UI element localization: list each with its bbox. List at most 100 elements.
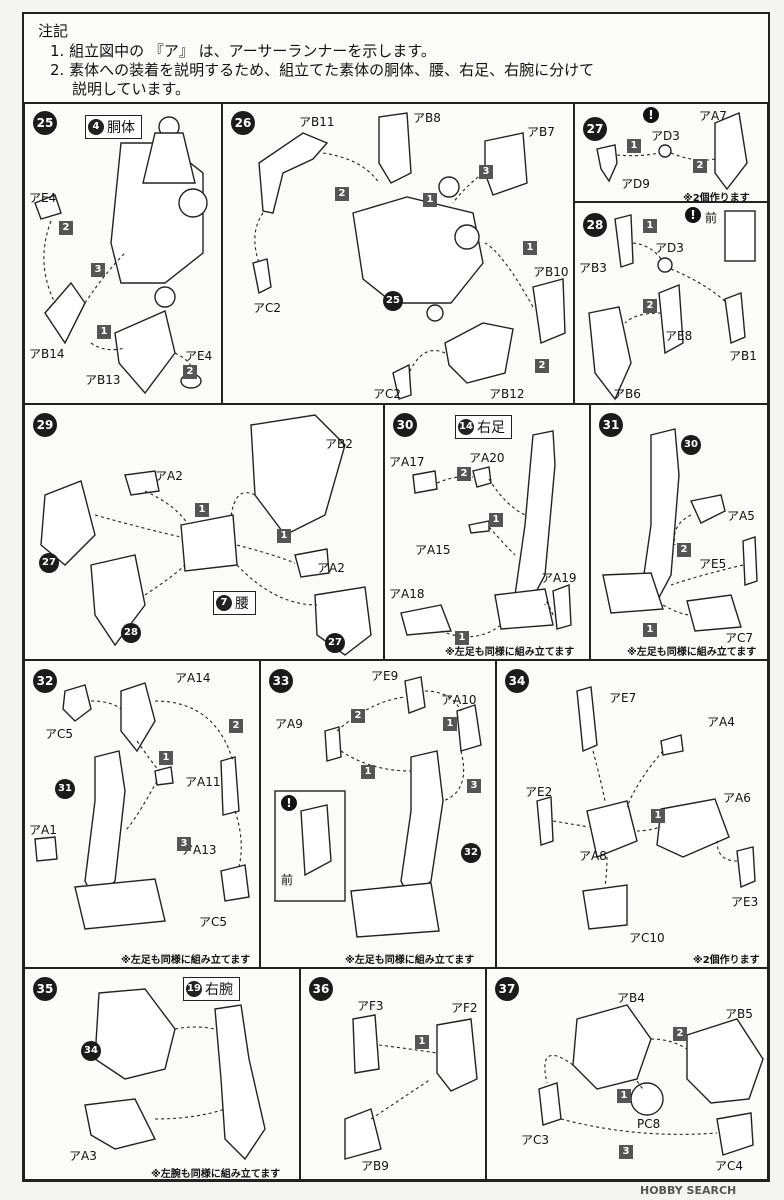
notes-section: 注記 1. 組立図中の 『ア』 は、アーサーランナーを示します。 2. 素体への…: [24, 14, 768, 104]
part-label: アA2: [155, 469, 183, 483]
order-number: 3: [467, 779, 481, 793]
part-label: アB1: [729, 349, 757, 363]
part-label: アB14: [29, 347, 65, 361]
part-label: アB8: [413, 111, 441, 125]
group-label: 4 胴体: [85, 115, 142, 139]
part-label: アA17: [389, 455, 425, 469]
part-label: アA7: [699, 109, 727, 123]
step-34-art: [536, 686, 756, 930]
order-number: 1: [617, 1089, 631, 1103]
step-reference: 31: [55, 779, 75, 799]
part-label: アC3: [521, 1133, 550, 1147]
step-number: 32: [33, 669, 57, 693]
part-label: アE4: [29, 191, 57, 205]
step-30-panel: 30 14 右足 アA17 アA20 アA15 アA18 アA19 2 1 1 …: [384, 404, 590, 660]
group-name: 右腕: [205, 982, 233, 998]
step-number: 28: [583, 213, 607, 237]
part-label: アE5: [699, 557, 727, 571]
step-reference: 27: [325, 633, 345, 653]
step-26-panel: 26 25 アB11 アB8 アB7 アC2 アB10 アC2 アB12 2 1…: [222, 102, 574, 404]
step-33-panel: 33 32 ! 前 アE9 アA10 アA9 2 1 1 3 ※左足も同様に組み…: [260, 660, 496, 968]
part-label: アC4: [715, 1159, 744, 1173]
order-number: 2: [183, 365, 197, 379]
step-number: 36: [309, 977, 333, 1001]
order-number: 1: [643, 219, 657, 233]
step-27-panel: 27 ! アA7 アD3 アD9 1 2 ※2個作ります: [574, 102, 768, 204]
order-number: 2: [351, 709, 365, 723]
order-number: 2: [457, 467, 471, 481]
step-number: 29: [33, 413, 57, 437]
step-reference: 28: [121, 623, 141, 643]
part-label: アE7: [609, 691, 637, 705]
step-note: ※2個作ります: [683, 193, 750, 204]
part-label: アB7: [527, 125, 555, 139]
step-note: ※左腕も同様に組み立てます: [151, 1169, 281, 1180]
front-label: 前: [705, 211, 718, 225]
step-number: 25: [33, 111, 57, 135]
step-25-art: [34, 116, 208, 395]
part-label: アA20: [469, 451, 505, 465]
caution-icon: !: [685, 207, 701, 223]
watermark: HOBBY SEARCH: [640, 1184, 737, 1197]
group-label: 19 右腕: [183, 977, 240, 1001]
step-reference: 30: [681, 435, 701, 455]
order-number: 2: [677, 543, 691, 557]
part-label: アE2: [525, 785, 553, 799]
group-number: 14: [458, 419, 474, 435]
part-label: アA1: [29, 823, 57, 837]
part-label: アB2: [325, 437, 353, 451]
order-number: 2: [693, 159, 707, 173]
part-label: アA18: [389, 587, 425, 601]
part-label: アA19: [541, 571, 577, 585]
part-label: アB9: [361, 1159, 389, 1173]
order-number: 1: [651, 809, 665, 823]
order-number: 3: [91, 263, 105, 277]
step-number: 26: [231, 111, 255, 135]
order-number: 2: [643, 299, 657, 313]
order-number: 2: [229, 719, 243, 733]
order-number: 2: [535, 359, 549, 373]
step-31-art: [602, 428, 758, 632]
part-label: アC5: [45, 727, 74, 741]
part-label: アA9: [275, 717, 303, 731]
step-29-panel: 29 27 28 27 7 腰 アB2 アA2 アA2 1 1: [24, 404, 384, 660]
step-32-art: [34, 682, 250, 930]
step-31-panel: 31 30 アA5 アE5 アC7 2 1 ※左足も同様に組み立てます: [590, 404, 768, 660]
step-number: 27: [583, 117, 607, 141]
step-note: ※左足も同様に組み立てます: [627, 647, 757, 658]
part-label: アB6: [613, 387, 641, 401]
notes-line-2: 2. 素体への装着を説明するため、組立てた素体の胴体、腰、右足、右腕に分けて: [50, 61, 595, 79]
part-label: アA11: [185, 775, 221, 789]
step-26-art: [252, 112, 566, 400]
part-label: アA6: [723, 791, 751, 805]
part-label: アB4: [617, 991, 645, 1005]
notes-heading: 注記: [38, 22, 69, 40]
part-label: アF2: [451, 1001, 478, 1015]
notes-line-1: 1. 組立図中の 『ア』 は、アーサーランナーを示します。: [50, 42, 436, 60]
part-label: アB12: [489, 387, 525, 401]
order-number: 1: [97, 325, 111, 339]
order-number: 1: [195, 503, 209, 517]
step-reference: 32: [461, 843, 481, 863]
step-note: ※2個作ります: [693, 955, 760, 966]
step-37-art: [538, 1004, 764, 1156]
order-number: 1: [443, 717, 457, 731]
step-number: 35: [33, 977, 57, 1001]
part-label: アB3: [579, 261, 607, 275]
step-note: ※左足も同様に組み立てます: [121, 955, 251, 966]
part-label: アA3: [69, 1149, 97, 1163]
step-28-panel: 28 ! 前 アD3 アB3 アE8 アB1 アB6 1 2: [574, 202, 768, 404]
step-33-art: [274, 676, 482, 938]
order-number: 3: [177, 837, 191, 851]
part-label: アB11: [299, 115, 335, 129]
step-reference: 34: [81, 1041, 101, 1061]
step-number: 30: [393, 413, 417, 437]
order-number: 1: [415, 1035, 429, 1049]
order-number: 1: [159, 751, 173, 765]
part-label: アC2: [253, 301, 282, 315]
part-label: アC7: [725, 631, 754, 645]
group-name: 腰: [235, 596, 249, 612]
step-35-art: [84, 988, 266, 1161]
order-number: 2: [335, 187, 349, 201]
order-number: 3: [619, 1145, 633, 1159]
